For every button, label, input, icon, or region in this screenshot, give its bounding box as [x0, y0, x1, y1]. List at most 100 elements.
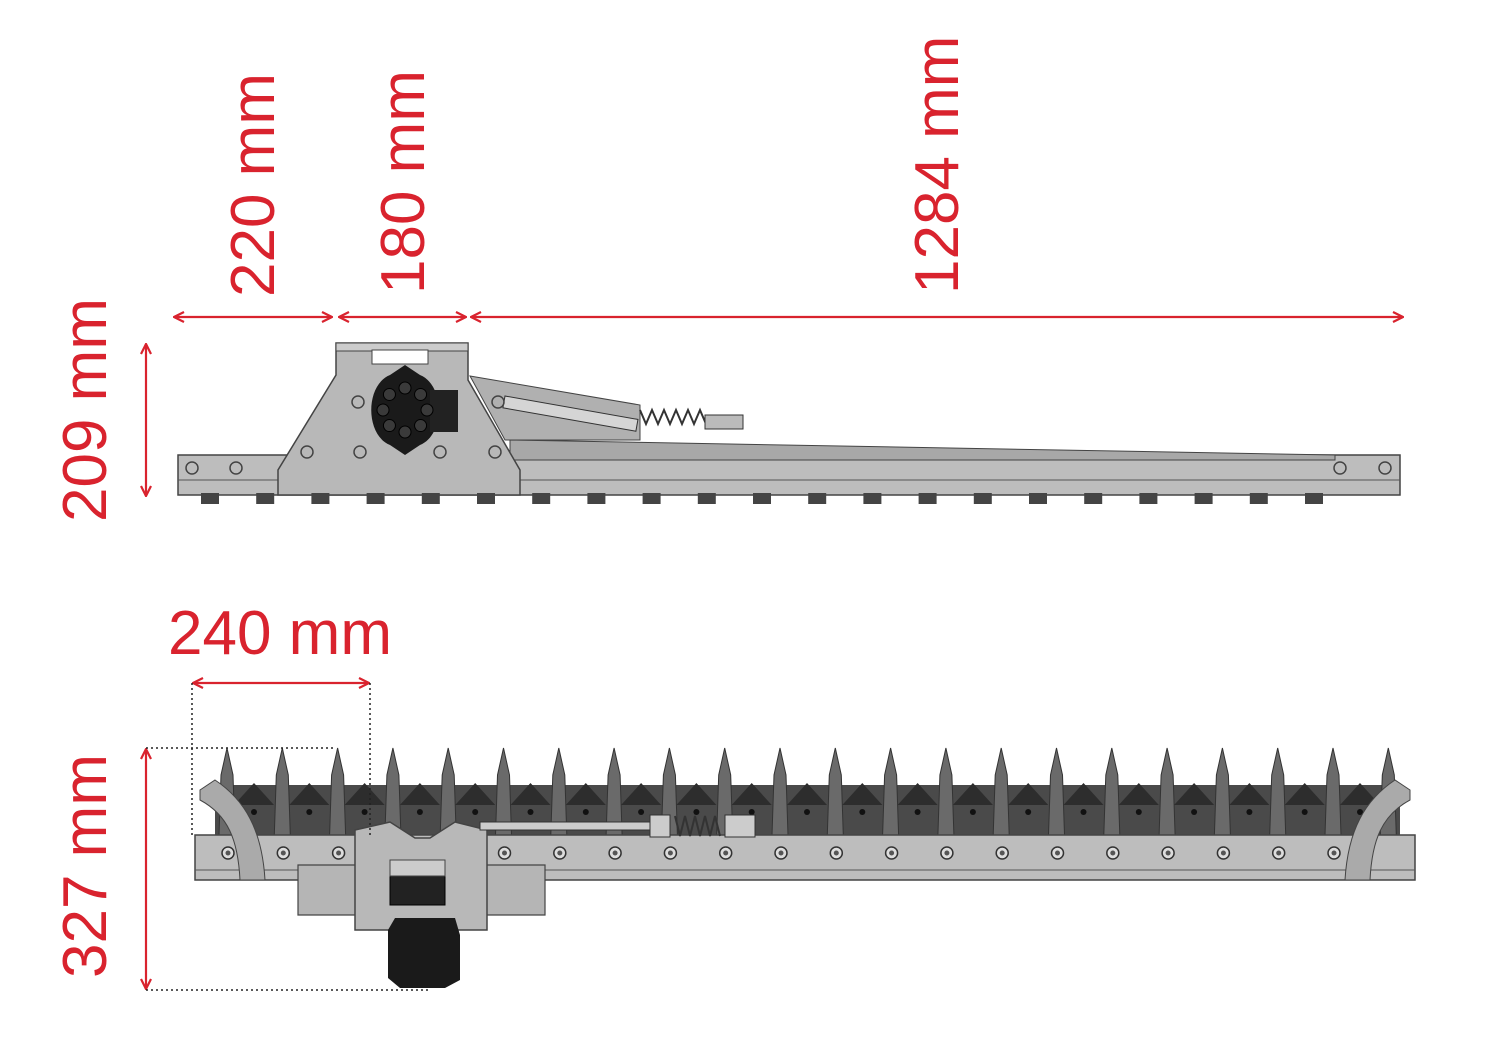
dim-label-209: 209 mm	[51, 298, 120, 522]
bolt-center	[612, 850, 618, 856]
rivet-icon	[804, 809, 810, 815]
rivet-icon	[527, 809, 534, 815]
motor-bolt-icon	[398, 381, 412, 395]
rivet-icon	[1246, 809, 1253, 815]
motor-bolt-icon	[414, 419, 428, 433]
bolt-icon	[477, 493, 495, 504]
bolt-center	[280, 850, 286, 856]
bolt-center	[723, 850, 729, 856]
tapered-beam	[509, 439, 1336, 461]
bolt-icon	[808, 493, 827, 504]
hole-icon	[300, 445, 314, 459]
rivet-icon	[251, 809, 257, 815]
left-guard	[199, 779, 266, 881]
hole-icon	[353, 445, 367, 459]
spring	[639, 407, 707, 427]
motor-bolt-icon	[414, 387, 428, 401]
blade-tooth	[273, 747, 291, 836]
counter-blade	[510, 783, 551, 805]
extension-lines	[146, 683, 430, 991]
bolt-icon	[201, 493, 219, 504]
motor-bolt-icon	[382, 419, 396, 433]
rivet-icon	[1080, 809, 1087, 815]
tension-rod-top	[479, 821, 656, 831]
rivet-icon	[416, 809, 423, 815]
hole-icon	[488, 445, 502, 459]
counter-blade	[676, 783, 717, 805]
rivet-icon	[859, 809, 866, 815]
hydraulic-motor-top	[388, 918, 460, 988]
bolt-icon	[973, 493, 992, 504]
side-dimensions	[146, 317, 1403, 496]
bolt-center	[889, 850, 895, 856]
bolt-icon	[421, 493, 440, 504]
rivet-icon	[1025, 809, 1032, 815]
motor-bolt-icon	[420, 403, 434, 417]
blade-tooth	[1269, 747, 1287, 836]
rivet-icon	[638, 809, 645, 815]
hole-icon	[185, 461, 199, 475]
bolt-center	[1110, 850, 1116, 856]
dim-label-180: 180 mm	[369, 70, 438, 294]
hole-icon	[1333, 461, 1347, 475]
bolt-icon	[753, 493, 771, 504]
counter-blade	[621, 783, 662, 805]
blade-tooth	[937, 747, 955, 836]
motor-bolt-icon	[398, 425, 412, 439]
hole-icon	[1378, 461, 1392, 475]
hole-icon	[491, 395, 505, 409]
rivet-icon	[1191, 809, 1198, 815]
rivet-icon	[361, 809, 368, 815]
counter-blade	[234, 783, 274, 805]
top-dimensions	[146, 683, 369, 989]
counter-blade	[1340, 783, 1380, 805]
rivet-icon	[1301, 809, 1308, 815]
rivet-icon	[914, 809, 921, 815]
bolt-icon	[1084, 493, 1103, 504]
counter-blade	[1174, 783, 1215, 805]
bolt-icon	[697, 493, 716, 504]
rivet-icon	[693, 809, 700, 815]
bolt-center	[1055, 850, 1060, 856]
motor-bolt-icon	[382, 387, 396, 401]
blade-tooth	[992, 747, 1010, 836]
bolt-icon	[863, 493, 882, 504]
counter-blade	[455, 783, 496, 805]
blade-tooth	[1047, 747, 1066, 836]
bolt-icon	[587, 493, 606, 504]
bolt-center	[557, 850, 563, 856]
rivet-icon	[969, 809, 976, 815]
side-view	[177, 342, 1401, 504]
bolt-icon	[532, 493, 551, 504]
blade-tooth	[771, 747, 789, 836]
blade-tooth	[1324, 747, 1342, 836]
counter-blade	[565, 783, 606, 805]
blade-tooth	[1103, 747, 1121, 836]
counter-blade	[952, 783, 993, 805]
right-guard	[1344, 779, 1411, 881]
bolt-icon	[1194, 493, 1213, 504]
dim-label-240: 240 mm	[168, 599, 392, 668]
bolt-center	[502, 850, 507, 856]
blade-tooth	[329, 747, 347, 836]
rivet-icon	[306, 809, 313, 815]
bolt-icon	[366, 493, 385, 504]
bolt-center	[1331, 850, 1337, 856]
bolt-icon	[918, 493, 937, 504]
blade-tooth	[882, 747, 900, 836]
blade-tooth	[1158, 747, 1176, 836]
counter-blade	[399, 783, 440, 805]
dim-label-220: 220 mm	[219, 73, 288, 297]
counter-blade	[1118, 783, 1159, 805]
motor-bolt-icon	[376, 403, 390, 417]
rivet-icon	[472, 809, 479, 815]
rivet-icon	[1135, 809, 1142, 815]
bolt-icon	[256, 493, 275, 504]
counter-blade	[1008, 783, 1049, 805]
dim-label-1284: 1284 mm	[903, 36, 972, 294]
counter-blade	[731, 783, 772, 805]
counter-blade	[344, 783, 385, 805]
rivet-icon	[582, 809, 589, 815]
bolt-center	[778, 850, 784, 856]
